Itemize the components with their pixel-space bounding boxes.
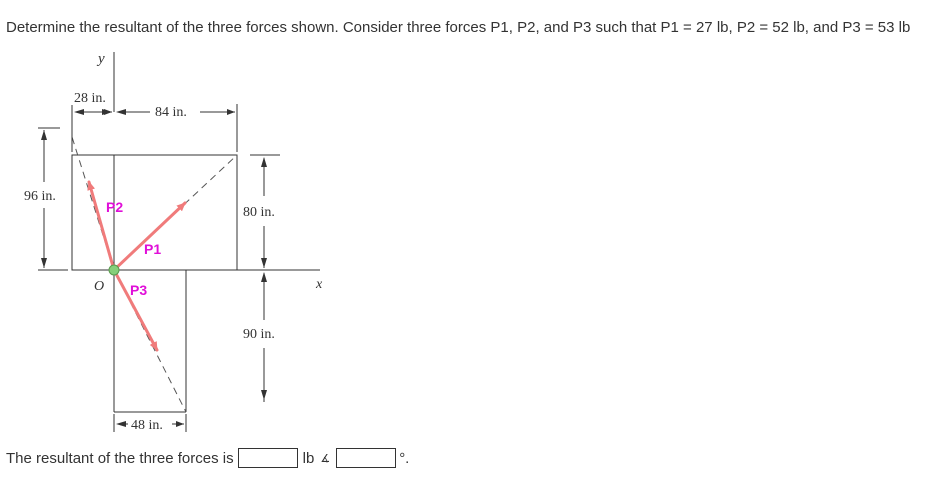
dim-28-arrow-left [74,109,84,115]
dim-84-label: 84 in. [155,105,187,120]
answer-prefix: The resultant of the three forces is [6,449,234,467]
lines-of-action [71,136,238,413]
upper-rectangle [71,154,238,271]
angle-icon: ∡ [320,452,331,465]
p1-label: P1 [144,241,161,257]
dim-28-label: 28 in. [74,91,106,106]
dim-96-arrow-top [41,130,47,140]
structure-outline [71,52,320,413]
question-text: Determine the resultant of the three for… [6,19,911,36]
dim-48-arrow-left [116,421,126,427]
degree-label: °. [399,449,410,467]
dim-90-arrow-bottom [261,390,267,400]
dim-96-arrow-bottom [41,258,47,268]
dim-80-arrow-top [261,157,267,167]
dimension-arrowheads [41,109,267,427]
magnitude-input[interactable] [237,448,298,468]
p1-arrow [112,201,187,272]
dimension-lines [38,104,280,432]
p2-arrow [87,180,116,272]
dim-80-label: 80 in. [243,205,275,220]
origin-label: O [94,279,104,294]
p3-arrow [112,268,159,352]
dim-48-label: 48 in. [131,418,163,433]
dim-90-label: 90 in. [243,327,275,342]
p2-label: P2 [106,199,123,215]
dim-28-arrow-right [102,109,112,115]
dim-80-arrow-bottom [261,258,267,268]
x-axis-label: x [315,277,323,292]
y-axis-label: y [96,51,105,67]
p3-label: P3 [130,282,147,298]
dim-96-label: 96 in. [24,189,56,204]
unit-label: lb [302,449,315,467]
dim-90-arrow-top [261,272,267,282]
answer-row: The resultant of the three forces is lb … [6,446,409,470]
angle-input[interactable] [336,448,397,468]
origin-point [108,264,120,276]
dim-84-arrow-left [116,109,126,115]
force-arrows [87,180,187,352]
